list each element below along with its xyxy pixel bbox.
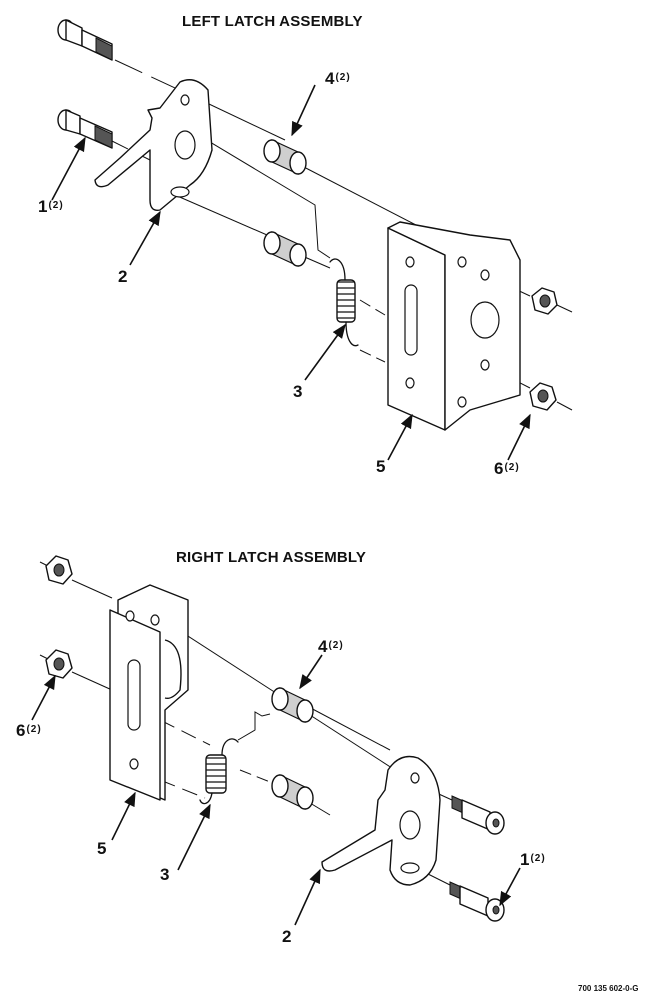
right-spacer-lower [271,774,314,810]
left-spacer-lower [263,231,307,267]
right-shoulder-bolt-upper [451,795,505,835]
right-callout-5: 5 [97,840,106,857]
right-latch-plate [321,755,441,886]
callout-number: 4 [318,637,328,656]
callout-number: 6 [494,459,504,478]
right-callout-6: 6(2) [16,722,42,739]
right-mounting-bracket [109,584,189,801]
left-nut-lower [529,382,557,411]
callout-number: 1 [520,850,530,869]
right-assembly-title: RIGHT LATCH ASSEMBLY [176,549,367,566]
callout-quantity: (2) [26,724,42,735]
left-latch-plate [94,79,213,211]
callout-quantity: (2) [335,72,351,83]
callout-number: 2 [118,267,128,286]
right-nut-upper [45,555,73,585]
left-spring [329,258,359,347]
left-callout-6: 6(2) [494,460,520,477]
right-spacer-upper [271,687,314,723]
callout-number: 6 [16,721,26,740]
right-spring [199,738,239,805]
right-callout-3: 3 [160,866,169,883]
callout-number: 1 [38,197,48,216]
left-callout-4: 4(2) [325,70,351,87]
left-nut-upper [531,287,558,315]
right-leader-arrows [31,654,521,926]
left-leader-arrows [51,84,531,461]
drawing-reference-number: 700 135 602-0-G [578,984,639,993]
callout-number: 5 [376,457,386,476]
left-shoulder-bolt-lower [57,109,113,149]
left-callout-2: 2 [118,268,127,285]
left-assembly-title: LEFT LATCH ASSEMBLY [182,13,363,30]
right-callout-1: 1(2) [520,851,546,868]
right-callout-2: 2 [282,928,291,945]
left-assembly [51,19,573,461]
right-shoulder-bolt-lower [449,881,505,922]
callout-quantity: (2) [504,462,520,473]
right-nut-lower [45,649,73,679]
callout-quantity: (2) [48,200,64,211]
callout-quantity: (2) [530,853,546,864]
callout-number: 4 [325,69,335,88]
callout-number: 5 [97,839,107,858]
left-shoulder-bolt-top [57,19,113,61]
left-callout-1: 1(2) [38,198,64,215]
left-callout-5: 5 [376,458,385,475]
left-spacer-upper [263,139,307,175]
callout-number: 3 [293,382,303,401]
right-callout-4: 4(2) [318,638,344,655]
left-mounting-bracket [387,221,521,431]
callout-number: 3 [160,865,170,884]
right-assembly [31,555,521,926]
callout-number: 2 [282,927,292,946]
left-callout-3: 3 [293,383,302,400]
callout-quantity: (2) [328,640,344,651]
